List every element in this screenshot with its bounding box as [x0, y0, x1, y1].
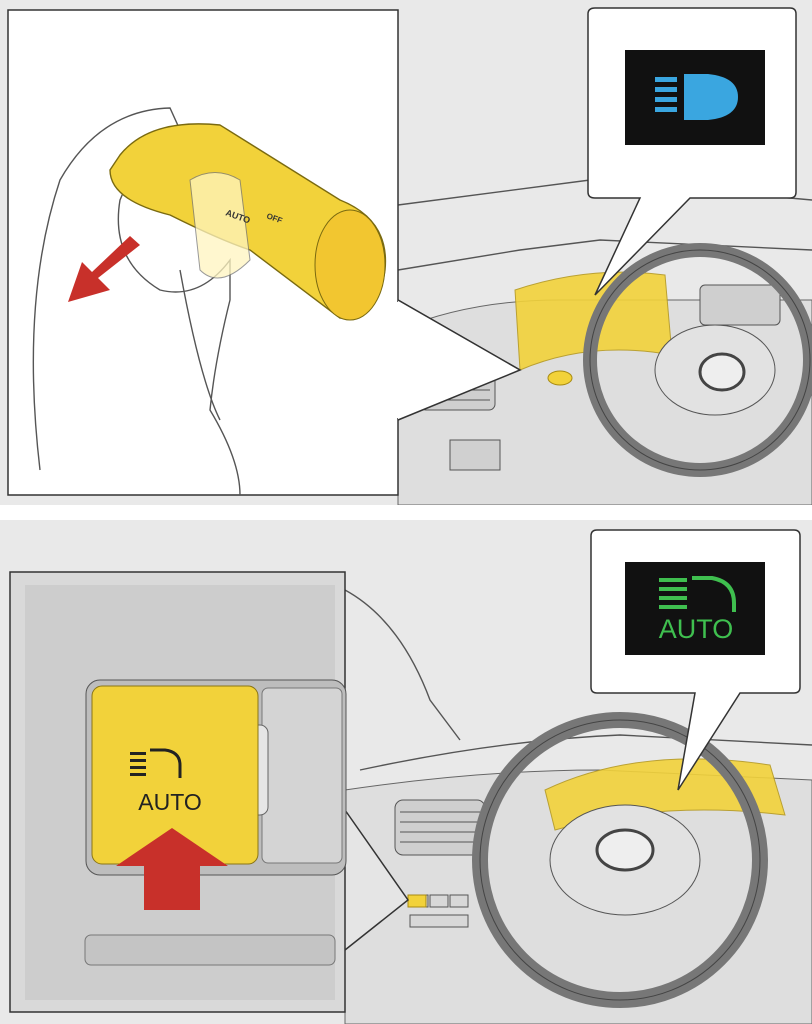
auto-button-closeup-inset: AUTO	[9, 571, 347, 1013]
headlight-auto-icon	[130, 748, 182, 778]
auto-button-label: AUTO	[138, 789, 201, 815]
auto-indicator-callout: AUTO	[590, 529, 801, 791]
press-arrow-icon	[116, 828, 228, 910]
headlight-icon	[659, 576, 736, 612]
pull-arrow-icon	[68, 236, 140, 302]
headlight-indicator-callout	[587, 7, 797, 296]
stalk-closeup-inset: AUTO OFF	[7, 9, 522, 496]
indicator-auto-label: AUTO	[659, 614, 734, 644]
headlight-icon	[655, 74, 738, 120]
